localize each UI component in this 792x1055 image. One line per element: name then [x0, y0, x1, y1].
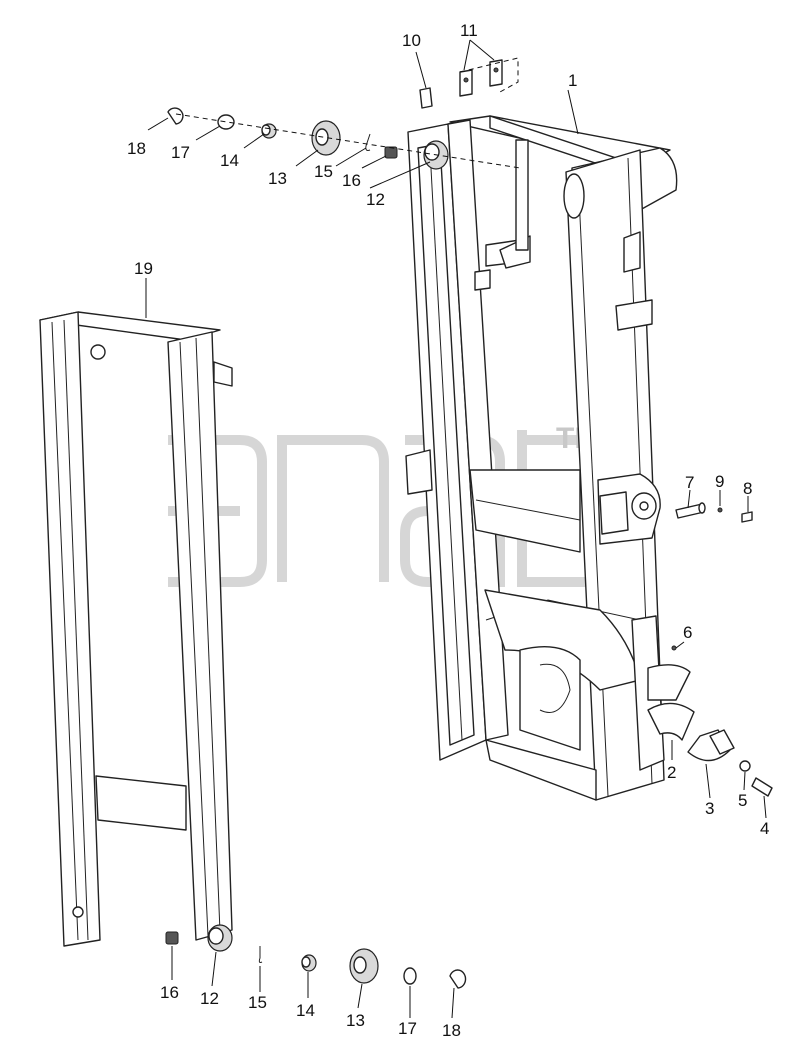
callout-14-bottom: 14 — [296, 1001, 315, 1020]
bottom-fastener-group — [165, 924, 467, 989]
bushing-14-bottom — [301, 954, 317, 972]
callout-5: 5 — [738, 791, 747, 810]
outer-mast-part-1 — [405, 115, 691, 801]
callout-3: 3 — [705, 799, 714, 818]
callout-2: 2 — [667, 763, 676, 782]
callout-16-bottom: 16 — [160, 983, 179, 1002]
callout-17-top: 17 — [171, 143, 190, 162]
bolt-8 — [741, 511, 753, 523]
callout-13-top: 13 — [268, 169, 287, 188]
tilt-pin-group — [675, 502, 753, 523]
callout-19: 19 — [134, 259, 153, 278]
cotter-pin-15-bottom — [258, 946, 263, 963]
callout-9: 9 — [715, 472, 724, 491]
callout-17-bottom: 17 — [398, 1019, 417, 1038]
callout-1: 1 — [568, 71, 577, 90]
roller-12-bottom — [207, 924, 233, 952]
callout-4: 4 — [760, 819, 769, 838]
callout-14-top: 14 — [220, 151, 239, 170]
o-ring-17-top — [217, 114, 235, 130]
bearing-13-top — [311, 120, 341, 156]
bushing-14-top — [261, 123, 277, 139]
top-fastener-group — [167, 57, 521, 170]
clamp-group — [647, 645, 773, 797]
bolt-4 — [751, 777, 773, 797]
grease-nipple-16-top — [384, 146, 398, 159]
shim-plates-11 — [459, 57, 519, 97]
leader-lines — [145, 39, 767, 1019]
bearing-13-bottom — [349, 948, 379, 984]
callout-6: 6 — [683, 623, 692, 642]
callout-10: 10 — [402, 31, 421, 50]
washer-9 — [717, 507, 723, 513]
callout-8: 8 — [743, 479, 752, 498]
shim-10 — [419, 87, 433, 109]
callout-11: 11 — [460, 21, 478, 40]
cotter-pin-15-top — [365, 133, 371, 151]
snap-ring-18-bottom — [449, 969, 467, 989]
callout-13-bottom: 13 — [346, 1011, 365, 1030]
snap-ring-18-top — [167, 107, 184, 125]
washer-5 — [739, 760, 751, 772]
callout-labels: 1 2 3 4 5 6 7 9 8 10 11 12 12 13 13 14 1… — [127, 21, 769, 1040]
callout-15-bottom: 15 — [248, 993, 267, 1012]
grease-nipple-16-bottom — [165, 931, 179, 945]
callout-18-top: 18 — [127, 139, 146, 158]
callout-7: 7 — [685, 473, 694, 492]
grease-6 — [671, 645, 677, 651]
callout-16-top: 16 — [342, 171, 361, 190]
o-ring-17-bottom — [403, 967, 417, 985]
callout-15-top: 15 — [314, 162, 333, 181]
callout-12-top: 12 — [366, 190, 385, 209]
half-bushing-2 — [647, 702, 695, 741]
inner-mast-part-19 — [39, 311, 233, 947]
callout-18-bottom: 18 — [442, 1021, 461, 1040]
callout-12-bottom: 12 — [200, 989, 219, 1008]
